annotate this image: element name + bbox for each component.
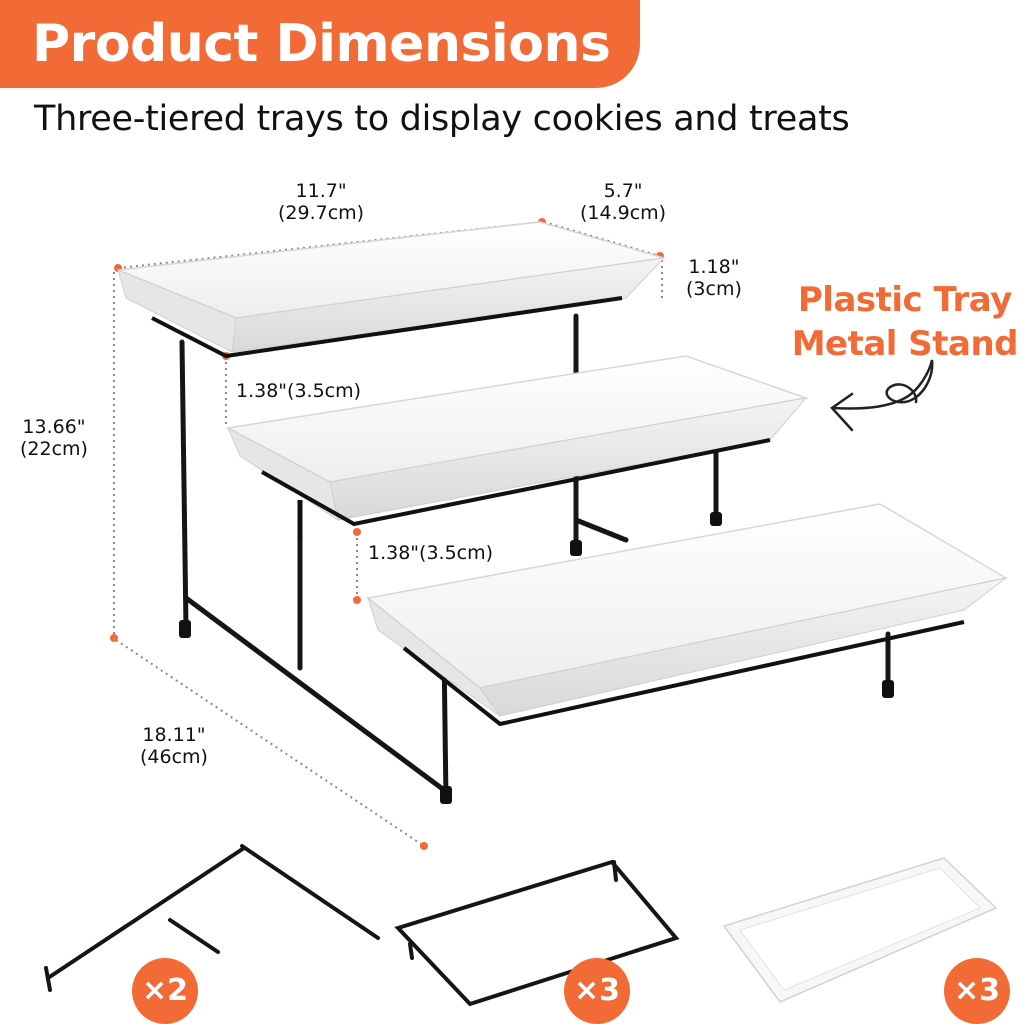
height-cm: (22cm) xyxy=(20,438,88,460)
tier-gap-upper-label: 1.38"(3.5cm) xyxy=(236,380,362,402)
side-frame-quantity-badge: ×2 xyxy=(132,958,198,1024)
page-title: Product Dimensions xyxy=(32,14,611,74)
curly-arrow-icon xyxy=(830,359,934,432)
page-subtitle: Three-tiered trays to display cookies an… xyxy=(34,99,850,139)
tray-holder-part xyxy=(394,859,680,1007)
length-inches: 11.7" xyxy=(295,180,347,202)
width-cm: (14.9cm) xyxy=(580,202,667,224)
material-callout: Plastic Tray Metal Stand xyxy=(791,278,1019,366)
middle-tray xyxy=(225,355,809,540)
width-inches: 5.7" xyxy=(603,180,643,202)
depth-inches: 18.11" xyxy=(142,724,206,746)
tray-holder-quantity-badge: ×3 xyxy=(564,958,630,1024)
material-tray-text: Plastic Tray xyxy=(797,280,1012,320)
depth-label: 18.11" (46cm) xyxy=(140,724,208,768)
height-label: 13.66" (22cm) xyxy=(20,416,88,460)
length-label: 11.7" (29.7cm) xyxy=(278,180,364,224)
side-frame-part xyxy=(44,844,380,992)
tray-depth-inches: 1.18" xyxy=(688,256,740,278)
depth-cm: (46cm) xyxy=(140,746,208,768)
tray-part xyxy=(722,857,998,1003)
material-stand-text: Metal Stand xyxy=(791,324,1019,364)
bottom-tray xyxy=(366,503,1009,727)
width-label: 5.7" (14.9cm) xyxy=(580,180,666,224)
tray-depth-label: 1.18" (3cm) xyxy=(686,256,742,300)
tier-gap-lower-label: 1.38"(3.5cm) xyxy=(368,542,494,564)
height-inches: 13.66" xyxy=(22,416,86,438)
top-tray xyxy=(117,221,666,359)
tray-depth-cm: (3cm) xyxy=(686,278,742,300)
stand-feet xyxy=(179,512,894,804)
tray-quantity-badge: ×3 xyxy=(944,958,1010,1024)
length-cm: (29.7cm) xyxy=(278,202,365,224)
title-banner: Product Dimensions xyxy=(0,0,640,88)
